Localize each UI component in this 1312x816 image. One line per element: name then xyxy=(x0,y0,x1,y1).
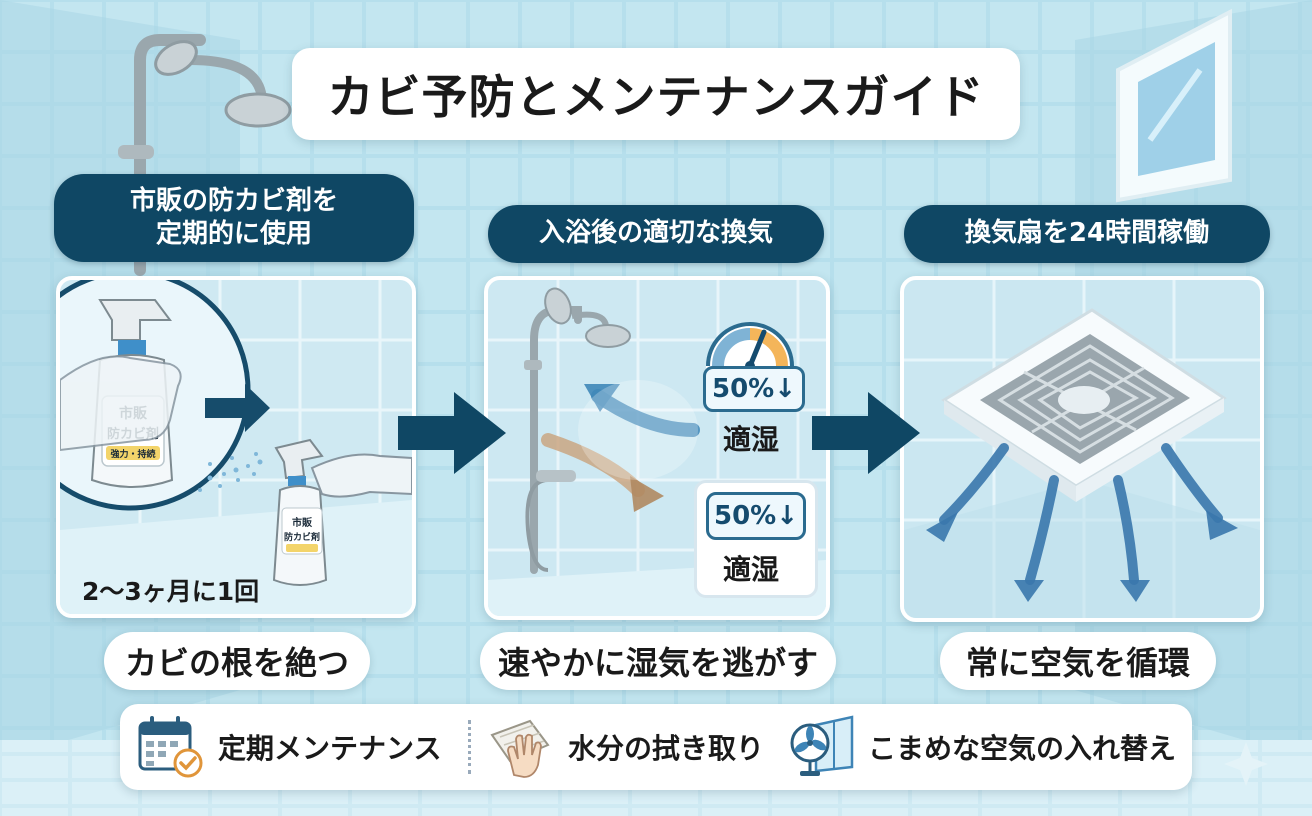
arrow-step1-to-step2-icon xyxy=(398,392,506,474)
shower-head-icon xyxy=(118,34,292,276)
ceiling-fan-vent-icon xyxy=(941,308,1227,502)
fan-window-icon xyxy=(790,715,854,776)
tip-regular-maintenance-label: 定期メンテナンス xyxy=(218,732,442,765)
step-2-panel xyxy=(484,276,830,620)
step-1-heading-line2: 定期的に使用 xyxy=(155,219,312,249)
frequency-label: 2〜3ヶ月に1回 xyxy=(82,577,260,606)
step-3-caption: 常に空気を循環 xyxy=(940,632,1216,690)
humidity-status-bottom: 適湿 xyxy=(723,553,780,586)
svg-text:強力・持続: 強力・持続 xyxy=(110,448,155,460)
step-2-heading: 入浴後の適切な換気 xyxy=(488,205,824,263)
step-3-panel xyxy=(900,276,1264,622)
arrow-step2-to-step3-icon xyxy=(812,392,920,474)
page-title: カビ予防とメンテナンスガイド xyxy=(327,70,985,124)
towel-wipe-icon xyxy=(490,719,550,778)
step-2-caption: 速やかに湿気を逃がす xyxy=(480,632,836,690)
spray-illustration: 市販 防カビ剤 強力・持続 市販 防カビ剤 xyxy=(60,280,412,614)
hand-spray-icon: 市販 防カビ剤 xyxy=(198,438,412,586)
humidity-reading-top: 50%↓ xyxy=(703,366,805,412)
tips-bar: 定期メンテナンス 水分の拭き取り xyxy=(120,704,1192,790)
exhaust-fan-illustration xyxy=(904,280,1260,618)
svg-text:市販: 市販 xyxy=(292,516,313,529)
step-1-heading: 市販の防カビ剤を 定期的に使用 xyxy=(54,174,414,262)
divider xyxy=(468,720,471,774)
tip-regular-maintenance: 定期メンテナンス xyxy=(136,704,441,790)
tip-wipe-water: 水分の拭き取り xyxy=(486,704,764,790)
tip-air-exchange-label: こまめな空気の入れ替え xyxy=(868,732,1177,765)
humidity-status-top: 適湿 xyxy=(723,423,780,456)
title-box: カビ予防とメンテナンスガイド xyxy=(292,48,1020,140)
step-3-heading: 換気扇を24時間稼働 xyxy=(904,205,1270,263)
humidity-reading-bottom: 50%↓ xyxy=(706,492,806,540)
shower-icon xyxy=(524,287,631,574)
step-1-heading-line1: 市販の防カビ剤を xyxy=(129,185,338,216)
tip-wipe-water-label: 水分の拭き取り xyxy=(568,732,765,765)
calendar-check-icon xyxy=(138,716,203,778)
step-1-panel: 市販 防カビ剤 強力・持続 市販 防カビ剤 xyxy=(56,276,416,618)
window-icon xyxy=(1116,8,1232,203)
humidity-gauge-icon xyxy=(706,322,794,371)
ventilation-illustration xyxy=(488,280,826,616)
airflow-arrows xyxy=(939,443,1223,585)
tip-air-exchange: こまめな空気の入れ替え xyxy=(786,704,1176,790)
step-1-caption: カビの根を絶つ xyxy=(104,632,370,690)
svg-text:防カビ剤: 防カビ剤 xyxy=(284,531,320,543)
